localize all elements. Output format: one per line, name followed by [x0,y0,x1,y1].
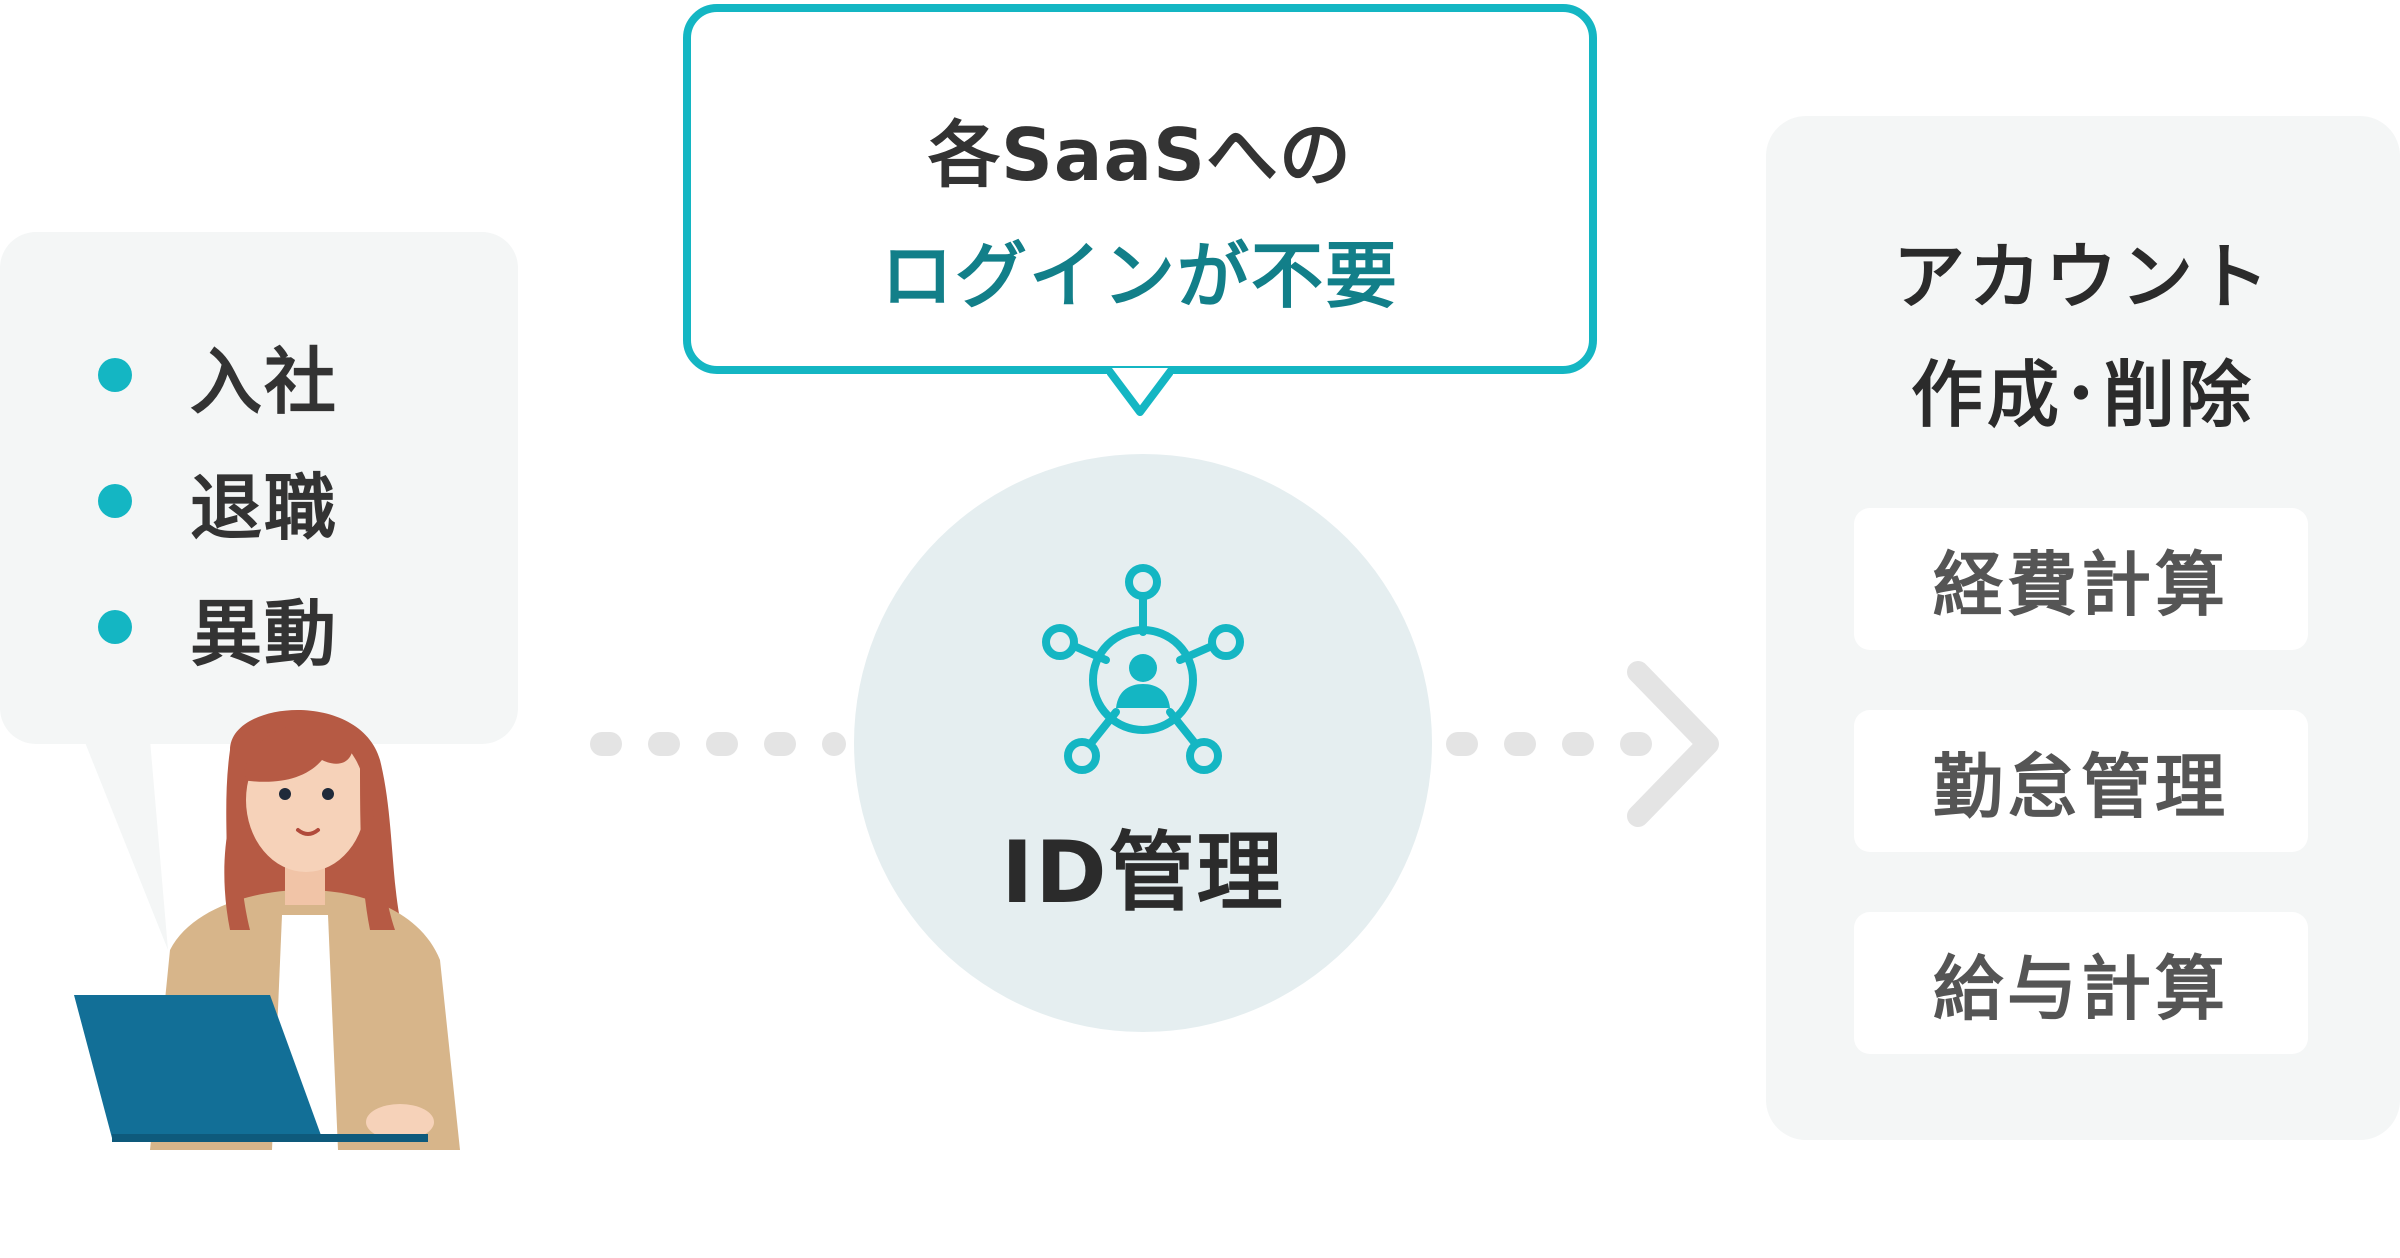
event-label: 退職 [190,465,339,550]
person-with-laptop-illustration [74,710,460,1150]
event-item-transfer: 異動 [98,564,338,690]
account-panel-title-line-2: 作成･削除 [1910,353,2255,437]
callout-tail [1107,368,1173,416]
no-login-callout: 各SaaSへの ログインが不要 [683,4,1597,374]
saas-card-payroll: 給与計算 [1854,912,2308,1054]
lifecycle-event-list: 入社 退職 異動 [98,312,338,690]
event-label: 入社 [190,339,339,424]
bullet-icon [98,484,132,518]
speech-bubble-tail [84,740,168,950]
lifecycle-events-bubble [0,232,518,744]
account-panel-title-line-1: アカウント [1892,235,2273,319]
connector-left [590,732,846,756]
bullet-icon [98,610,132,644]
saas-card-attendance: 勤怠管理 [1854,710,2308,852]
hub-label: ID管理 [1001,823,1285,923]
callout-line-1: 各SaaSへの [928,113,1352,197]
event-label: 異動 [190,591,339,676]
bullet-icon [98,358,132,392]
arrow-right-icon [1446,661,1719,827]
event-item-join: 入社 [98,312,338,438]
callout-line-2: ログインが不要 [880,234,1399,318]
event-item-leave: 退職 [98,438,338,564]
network-user-icon [1042,564,1244,774]
saas-card-expense: 経費計算 [1854,508,2308,650]
id-management-hub [854,454,1432,1032]
account-panel-title: アカウント 作成･削除 [1766,218,2400,454]
